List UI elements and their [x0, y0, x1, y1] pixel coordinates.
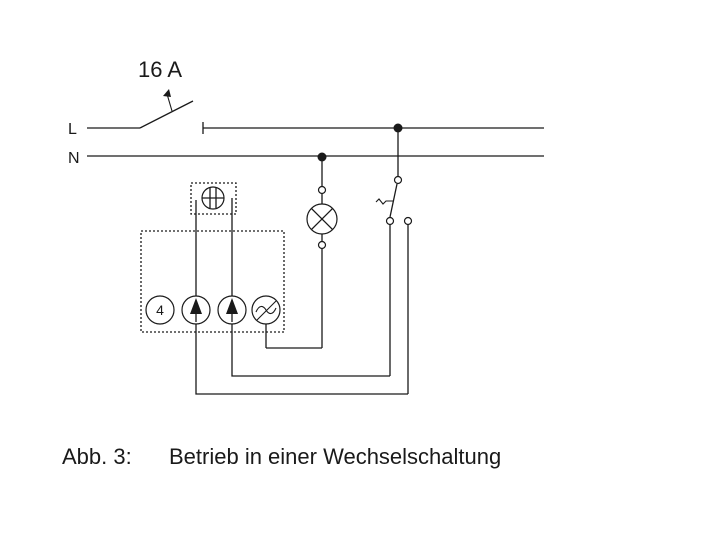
- switch-blade: [389, 183, 398, 218]
- line-conductor-label: L: [68, 121, 77, 138]
- lamp-terminal-bottom: [317, 240, 327, 250]
- main-device: 4: [140, 230, 285, 333]
- neutral-conductor-label: N: [68, 150, 80, 167]
- breaker-actuator: [166, 93, 173, 112]
- figure-number: Abb. 3:: [62, 444, 132, 469]
- breaker-arrow-icon: [163, 89, 171, 97]
- up-arrow-icon: [226, 298, 238, 314]
- lamp-terminal-top: [317, 185, 327, 195]
- traveller-wire-1: [231, 324, 390, 377]
- traveller-wire-2: [195, 200, 408, 395]
- breaker-rating-label: 16 A: [138, 57, 182, 82]
- switch-common-terminal: [393, 175, 403, 185]
- channel-number-terminal: [145, 295, 175, 325]
- switch-traveller-terminal-1: [385, 216, 395, 226]
- extension-unit: [190, 182, 237, 296]
- channel-number-label: 4: [156, 302, 164, 318]
- breaker-contact-blade: [139, 100, 194, 129]
- figure-caption-text: Betrieb in einer Wechselschaltung: [169, 444, 502, 469]
- switch-actuator-icon: [375, 198, 393, 205]
- up-arrow-icon: [190, 298, 202, 314]
- switch-traveller-terminal-2: [403, 216, 413, 226]
- ac-wave-icon: [255, 305, 277, 315]
- lamp-branch: [265, 157, 338, 349]
- line-conductor: [87, 89, 544, 134]
- figure-caption: Abb. 3: Betrieb in einer Wechselschaltung: [62, 444, 501, 470]
- changeover-switch: [375, 128, 413, 394]
